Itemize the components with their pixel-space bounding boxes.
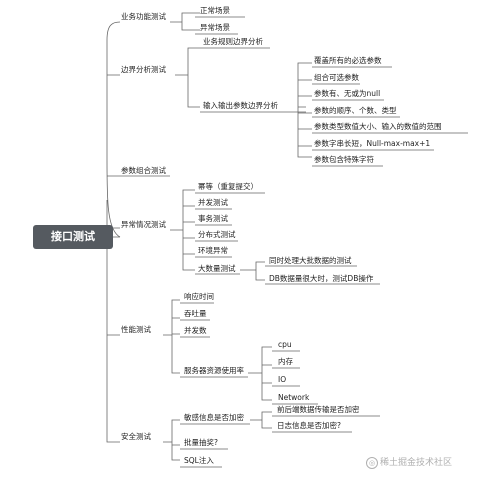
node-encryption-item: 前后端数据传输是否加密: [277, 405, 360, 414]
node-resource-item: 内存: [278, 357, 293, 366]
node-io-item: 参数有、无或为null: [314, 89, 381, 98]
connector: [195, 16, 245, 35]
connector: [170, 12, 200, 31]
node-performance: 性能测试: [121, 325, 151, 334]
node-encryption-item: 日志信息是否加密?: [277, 421, 341, 430]
node-exception-item: 分布式测试: [198, 230, 236, 239]
watermark: ◎稀土掘金技术社区: [366, 455, 452, 469]
node-bigdata-item: DB数据量很大时，测试DB操作: [269, 274, 374, 283]
node-resource-item: IO: [278, 375, 287, 384]
watermark-text: 稀土掘金技术社区: [380, 458, 453, 468]
node-io-item: 参数包含特殊字符: [314, 155, 374, 164]
node-boundary: 边界分析测试: [121, 65, 166, 74]
node-io-item: 组合可选参数: [314, 73, 359, 82]
node-exception-item: 环境异常: [198, 246, 228, 255]
node-exception-item: 事务测试: [198, 214, 228, 223]
node-resource-item: cpu: [278, 340, 292, 349]
node-perf-item: 响应时间: [184, 292, 214, 301]
connector: [248, 346, 318, 405]
node-resource: 服务器资源使用率: [184, 366, 244, 375]
node-normal-case: 正常场景: [200, 6, 230, 15]
node-functional: 业务功能测试: [121, 12, 166, 21]
node-perf-item: 吞吐量: [184, 309, 207, 318]
connector: [297, 62, 312, 158]
connector: [312, 66, 468, 167]
node-io-boundary: 输入输出参数边界分析: [203, 101, 278, 110]
node-security: 安全测试: [121, 432, 151, 441]
connector: [195, 192, 265, 275]
node-encryption: 敏感信息是否加密: [184, 413, 244, 422]
connector: [163, 419, 250, 468]
node-io-item: 参数类型数值大小、输入的数值的范围: [314, 122, 442, 131]
connector: [180, 302, 248, 378]
node-resource-item: Network: [278, 393, 310, 402]
root-node: 接口测试: [33, 225, 113, 249]
node-io-item: 覆盖所有的必选参数: [314, 56, 382, 65]
community-logo-icon: ◎: [366, 456, 378, 469]
connector: [250, 411, 380, 433]
node-security-item: SQL注入: [184, 456, 214, 465]
node-business-rule: 业务规则边界分析: [203, 37, 263, 46]
connector: [163, 299, 180, 374]
node-exception: 异常情况测试: [121, 220, 166, 229]
node-bigdata-item: 同时处理大批数据的测试: [269, 256, 352, 265]
node-io-item: 参数字串长短，Null-max-max+1: [314, 139, 431, 148]
node-security-item: 批量抽奖?: [184, 438, 218, 447]
node-combination: 参数组合测试: [121, 166, 166, 175]
node-perf-item: 并发数: [184, 326, 207, 335]
node-io-item: 参数的顺序、个数、类型: [314, 106, 397, 115]
connector: [240, 261, 380, 285]
node-bigdata: 大数量测试: [198, 264, 236, 273]
connector: [170, 189, 195, 271]
connector: [175, 47, 306, 113]
node-exception-item: 幂等（重复提交）: [198, 182, 258, 191]
node-abnormal-case: 异常场景: [200, 23, 230, 32]
node-exception-item: 并发测试: [198, 198, 228, 207]
